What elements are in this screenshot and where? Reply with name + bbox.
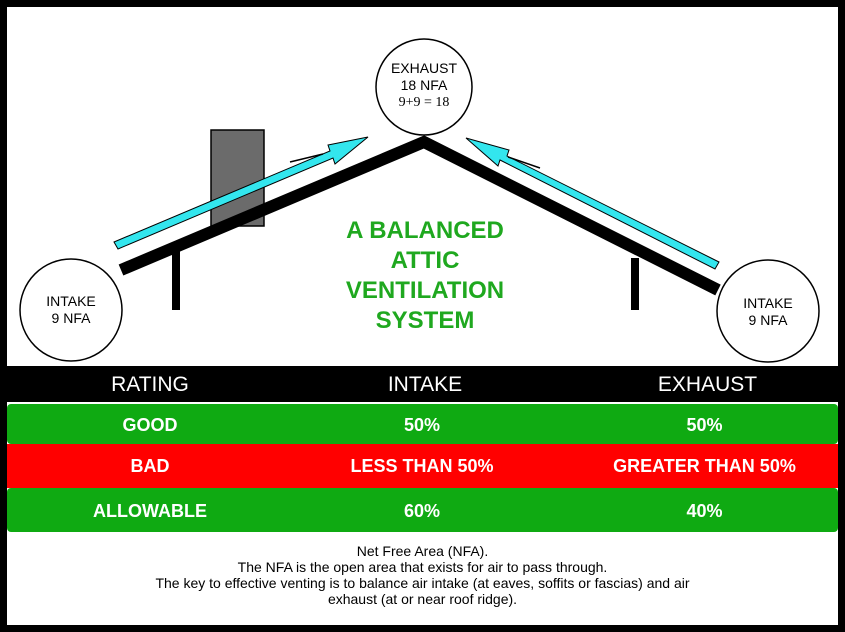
row-allowable-intake: 60% <box>403 501 441 521</box>
intake-right-label: INTAKE 9 NFA <box>718 295 818 329</box>
intake-left-circle <box>19 258 123 362</box>
row-good-exhaust: 50% <box>686 415 723 435</box>
header-exhaust: EXHAUST <box>657 373 758 396</box>
roof-line <box>118 135 721 296</box>
right-post <box>631 258 639 310</box>
table-header: RATING INTAKE EXHAUST <box>0 366 845 402</box>
intake-left-nfa: 9 NFA <box>51 310 91 326</box>
row-good: GOOD 50% 50% <box>7 404 838 444</box>
header-intake: INTAKE <box>387 373 463 396</box>
row-good-rating: GOOD <box>122 415 178 435</box>
roof-diagram <box>19 38 820 363</box>
footer-line-4: exhaust (at or near roof ridge). <box>327 591 518 607</box>
title-line-3: VENTILATION <box>345 277 505 304</box>
row-allowable-rating: ALLOWABLE <box>93 501 207 521</box>
footer-line-3: The key to effective venting is to balan… <box>155 575 690 591</box>
intake-right-circle <box>716 259 820 363</box>
row-bad-rating: BAD <box>130 456 170 476</box>
exhaust-label: EXHAUST 18 NFA 9+9 = 18 <box>376 60 472 111</box>
row-bad: BAD LESS THAN 50% GREATER THAN 50% <box>7 444 838 488</box>
exhaust-title: EXHAUST <box>390 60 458 76</box>
row-bad-exhaust: GREATER THAN 50% <box>613 456 796 476</box>
exhaust-calc: 9+9 = 18 <box>398 95 450 110</box>
intake-left-label: INTAKE 9 NFA <box>21 293 121 327</box>
right-airflow-arrow <box>465 137 720 270</box>
title-line-4: SYSTEM <box>375 307 475 334</box>
exhaust-circle <box>375 38 473 136</box>
left-airflow-arrow <box>113 136 369 250</box>
title-line-2: ATTIC <box>390 247 460 274</box>
intake-right-nfa: 9 NFA <box>748 312 788 328</box>
header-rating: RATING <box>111 373 189 396</box>
exhaust-nfa: 18 NFA <box>400 77 448 93</box>
row-good-intake: 50% <box>403 415 441 435</box>
footer-note: Net Free Area (NFA). The NFA is the open… <box>40 543 805 607</box>
footer-line-1: Net Free Area (NFA). <box>356 543 489 559</box>
diagram-title: A BALANCED ATTIC VENTILATION SYSTEM <box>300 216 550 336</box>
row-allowable-exhaust: 40% <box>686 501 723 521</box>
row-bad-intake: LESS THAN 50% <box>350 456 494 476</box>
intake-left-title: INTAKE <box>46 293 96 309</box>
footer-line-2: The NFA is the open area that exists for… <box>237 559 608 575</box>
intake-right-title: INTAKE <box>743 295 793 311</box>
left-post <box>172 248 180 310</box>
title-line-1: A BALANCED <box>346 217 504 244</box>
row-allowable: ALLOWABLE 60% 40% <box>7 488 838 532</box>
